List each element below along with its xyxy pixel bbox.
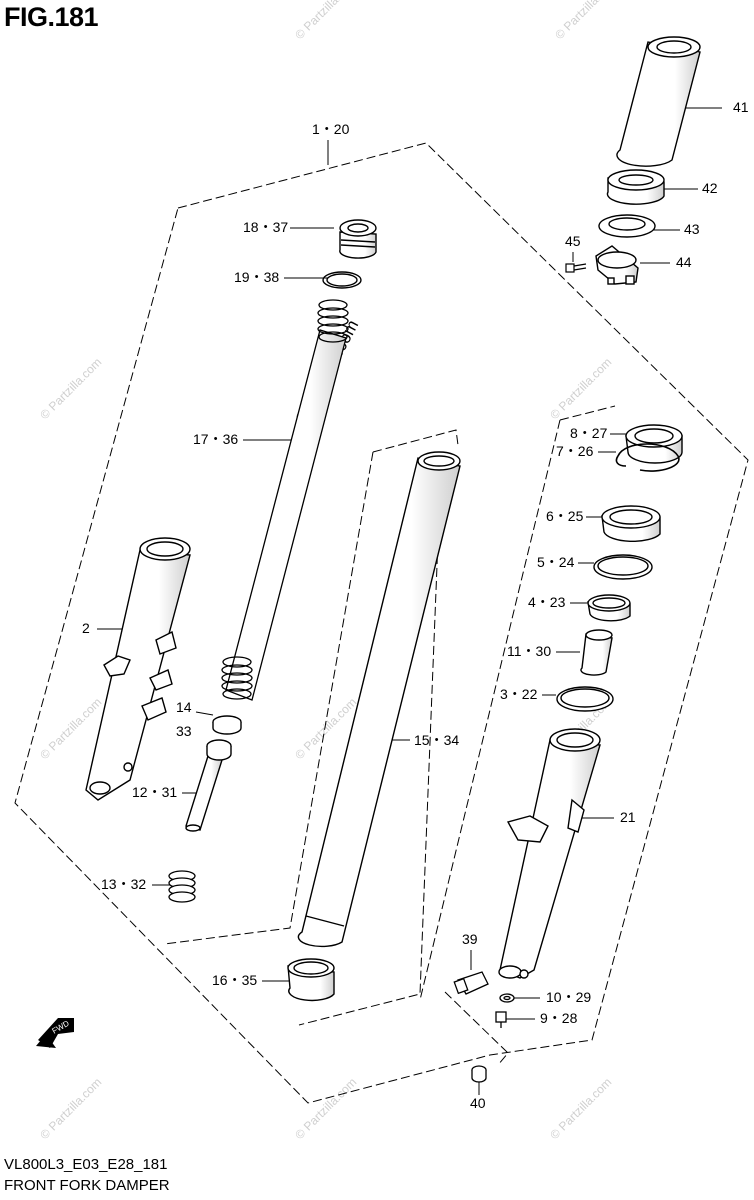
part-axle-bolt [453, 971, 489, 995]
callout-21: 21 [620, 809, 636, 825]
part-boot-cover [616, 36, 701, 167]
callout-45: 45 [565, 233, 581, 249]
part-oil-lock-piece [580, 629, 613, 676]
part-guide-bushing [587, 594, 631, 622]
part-cap-40 [471, 1065, 487, 1083]
callout-6-25: 6・25 [546, 508, 584, 524]
callout-4-23: 4・23 [528, 594, 566, 610]
part-damper-rod [185, 739, 232, 832]
callout-43: 43 [684, 221, 700, 237]
part-slide-bushing [287, 958, 335, 1002]
diagram-code: VL800L3_E03_E28_181 [4, 1156, 168, 1173]
callout-11-30: 11・30 [507, 643, 551, 659]
part-rebound-ring [212, 715, 242, 735]
part-o-ring-right [556, 686, 614, 712]
callout-18-37: 18・37 [243, 219, 288, 235]
part-clamp [595, 245, 639, 285]
callout-12-31: 12・31 [132, 784, 177, 800]
figure-title: FIG.181 [4, 2, 99, 32]
part-inner-tube [297, 451, 461, 948]
callout-labels: 1・20 18・37 19・38 17・36 2 14 33 12・31 13・… [82, 99, 749, 1111]
callout-9-28: 9・28 [540, 1010, 578, 1026]
part-o-ring [322, 271, 362, 289]
callout-33: 33 [176, 723, 192, 739]
callout-19-38: 19・38 [234, 269, 279, 285]
part-cap-bolt [339, 219, 377, 259]
watermark: © Partzilla.com [552, 0, 619, 42]
callout-1-20: 1・20 [312, 121, 350, 137]
watermark: © Partzilla.com [37, 1075, 104, 1142]
watermark: © Partzilla.com [547, 355, 614, 422]
fwd-arrow-icon: FWD [36, 1018, 74, 1048]
leader-lines [97, 107, 722, 1095]
part-oil-seal [601, 505, 661, 543]
part-screw-small [565, 263, 587, 273]
callout-13-32: 13・32 [101, 876, 146, 892]
part-outer-tube-right [498, 728, 601, 979]
callout-5-24: 5・24 [537, 554, 575, 570]
part-rebound-spring [168, 870, 196, 903]
callout-17-36: 17・36 [193, 431, 238, 447]
part-fork-spring [221, 299, 349, 701]
diagram-name: FRONT FORK DAMPER [4, 1177, 170, 1194]
callout-15-34: 15・34 [414, 732, 459, 748]
callout-10-29: 10・29 [546, 989, 591, 1005]
callout-39: 39 [462, 931, 478, 947]
callout-16-35: 16・35 [212, 972, 257, 988]
callout-42: 42 [702, 180, 718, 196]
callout-3-22: 3・22 [500, 686, 538, 702]
watermark: © Partzilla.com [37, 355, 104, 422]
callout-8-27: 8・27 [570, 425, 608, 441]
callout-40: 40 [470, 1095, 486, 1111]
part-slotted-nut [606, 169, 665, 205]
watermark: © Partzilla.com [292, 0, 359, 42]
callout-14: 14 [176, 699, 192, 715]
assembly-outline [14, 142, 749, 1104]
part-dust-seal [625, 424, 683, 464]
callout-41: 41 [733, 99, 749, 115]
watermark: © Partzilla.com [292, 1075, 359, 1142]
part-washer [598, 214, 656, 238]
part-outer-tube-left [85, 537, 191, 801]
part-drain-washer [499, 993, 515, 1003]
part-circlip [615, 443, 680, 472]
part-drain-bolt [495, 1011, 507, 1028]
watermark: © Partzilla.com [547, 1075, 614, 1142]
part-seal-washer [593, 554, 653, 580]
callout-2: 2 [82, 620, 90, 636]
callout-7-26: 7・26 [556, 443, 594, 459]
callout-44: 44 [676, 254, 692, 270]
